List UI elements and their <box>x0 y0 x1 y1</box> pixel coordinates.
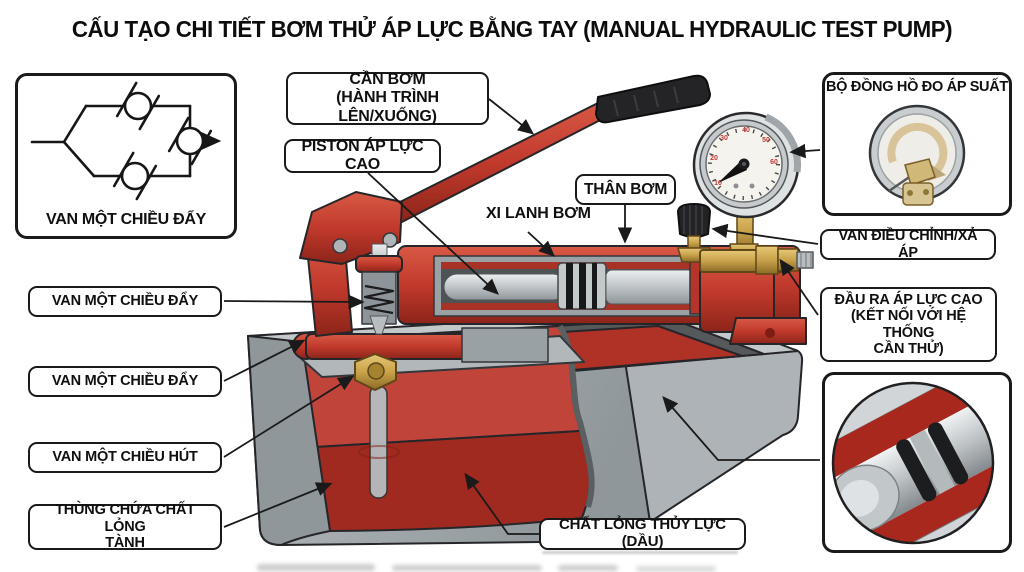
piston-rod <box>355 243 403 335</box>
gauge-number: 60 <box>770 159 778 166</box>
callout-suction-check-valve: VAN MỘT CHIỀU HÚT <box>28 442 222 473</box>
gauge-number: 20 <box>710 155 718 162</box>
gauge-detail-inset: BỘ ĐỒNG HỒ ĐO ÁP SUẤT <box>822 72 1012 216</box>
check-valve-schematic <box>30 81 222 201</box>
gauge-number: 50 <box>762 137 770 144</box>
gauge-mechanism <box>868 104 966 206</box>
suction-fitting <box>354 353 397 391</box>
callout-tank: THÙNG CHỨA CHẤT LỎNG TÀNH <box>28 502 222 551</box>
callout-pump-body: THÂN BƠM <box>575 174 676 205</box>
piston-seal-detail-inset <box>822 372 1012 553</box>
blurred-caption-block <box>257 564 375 571</box>
diagram-title: CẤU TẠO CHI TIẾT BƠM THỬ ÁP LỰC BẰNG TAY… <box>71 16 953 42</box>
gauge-number: 30 <box>720 135 728 142</box>
gauge-number: 40 <box>742 127 750 134</box>
callout-pump-lever: CẦN BƠM (HÀNH TRÌNH LÊN/XUỐNG) <box>286 71 489 125</box>
callout-discharge-check-valve-1: VAN MỘT CHIỀU ĐẨY <box>28 286 222 317</box>
blurred-caption-line <box>542 551 738 554</box>
callout-lines <box>223 98 821 535</box>
check-valve-schematic-inset: VAN MỘT CHIỀU ĐẨY <box>15 73 237 239</box>
callout-fluid: CHẤT LỎNG THỦY LỰC (DẦU) <box>539 516 746 550</box>
lever-grip <box>595 74 711 124</box>
callout-discharge-check-valve-2: VAN MỘT CHIỀU ĐẨY <box>28 366 222 397</box>
piston-seal-detail <box>831 381 995 545</box>
gauge-number: 10 <box>714 180 722 187</box>
pressure-gauge: 10 20 30 40 50 60 <box>692 111 801 219</box>
callout-relief-valve: VAN ĐIỀU CHỈNH/XẢ ÁP <box>820 228 996 261</box>
check-valve-spring <box>363 284 395 315</box>
blurred-caption-block <box>558 565 618 571</box>
callout-outlet: ĐẦU RA ÁP LỰC CAO (KẾT NỐI VỚI HỆ THỐNG … <box>820 287 997 362</box>
gauge-inset-caption: BỘ ĐỒNG HỒ ĐO ÁP SUẤT <box>826 79 1008 95</box>
blurred-caption-block <box>636 566 716 572</box>
check-valve-inset-caption: VAN MỘT CHIỀU ĐẨY <box>46 211 206 228</box>
callout-pump-cylinder: XI LANH BƠM <box>486 205 591 222</box>
callout-piston: PISTON ÁP LỰC CAO <box>284 138 441 173</box>
blurred-caption-block <box>392 565 542 571</box>
